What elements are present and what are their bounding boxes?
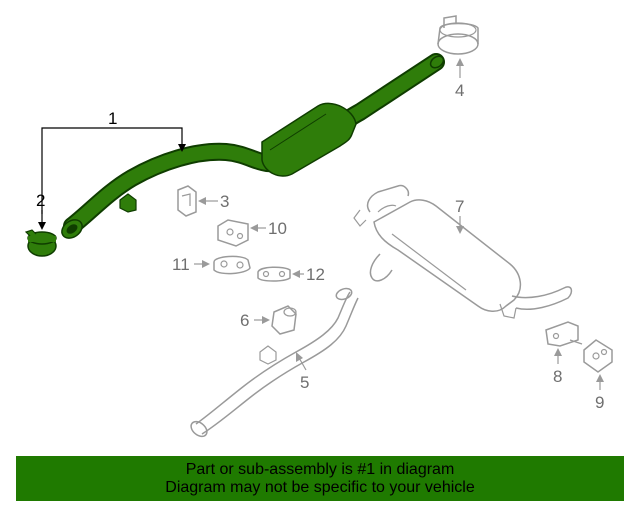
part-2-clamp[interactable]: [24, 229, 57, 257]
callout-10-label: 10: [268, 219, 287, 238]
callout-5[interactable]: 5: [296, 352, 309, 392]
callout-10[interactable]: 10: [250, 219, 287, 238]
part-10-bracket[interactable]: [217, 219, 249, 247]
callout-1-label: 1: [108, 109, 117, 128]
info-banner: Part or sub-assembly is #1 in diagram Di…: [16, 456, 624, 501]
exhaust-diagram: 1 2 4 3: [24, 15, 613, 440]
callout-7-label: 7: [455, 197, 464, 216]
banner-line-2: Diagram may not be specific to your vehi…: [165, 478, 475, 496]
callout-12[interactable]: 12: [292, 265, 325, 284]
callout-8-label: 8: [553, 367, 562, 386]
banner-line-1: Part or sub-assembly is #1 in diagram: [185, 460, 455, 478]
callout-6-label: 6: [240, 311, 249, 330]
callout-3[interactable]: 3: [198, 192, 229, 211]
callout-8[interactable]: 8: [553, 348, 562, 386]
part-7-rear-muffler[interactable]: [353, 184, 573, 319]
part-8-bracket[interactable]: [545, 321, 583, 347]
callout-11-label: 11: [172, 255, 190, 274]
part-3-hanger[interactable]: [177, 185, 197, 217]
part-6-insulator[interactable]: [271, 305, 297, 335]
part-4-clamp[interactable]: [437, 15, 479, 55]
part-12-gasket[interactable]: [257, 266, 291, 282]
callout-3-label: 3: [220, 192, 229, 211]
callout-7[interactable]: 7: [455, 197, 464, 234]
resonator-body: [261, 102, 357, 177]
callout-4-label: 4: [455, 81, 464, 100]
callout-1[interactable]: 1: [41, 109, 186, 214]
callout-5-label: 5: [300, 373, 309, 392]
callout-9-label: 9: [595, 393, 604, 412]
callout-6[interactable]: 6: [240, 311, 270, 330]
callout-12-label: 12: [306, 265, 325, 284]
part-9-insulator[interactable]: [583, 339, 613, 373]
part-1-intermediate-pipe[interactable]: [58, 53, 445, 242]
callout-4[interactable]: 4: [455, 58, 464, 100]
part-11-gasket[interactable]: [213, 255, 251, 275]
callout-2[interactable]: 2: [36, 191, 46, 230]
callout-2-label: 2: [36, 191, 45, 210]
callout-9[interactable]: 9: [595, 374, 604, 412]
part-5-front-pipe[interactable]: [188, 287, 359, 440]
callout-11[interactable]: 11: [172, 255, 210, 274]
